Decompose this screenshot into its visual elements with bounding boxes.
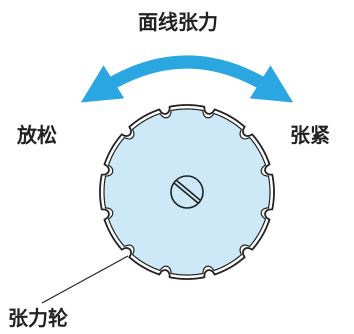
tension-adjust-arrow <box>80 55 294 103</box>
screw-icon <box>170 175 204 209</box>
tension-wheel[interactable] <box>99 104 275 280</box>
thread-tension-title: 面线张力 <box>138 10 218 34</box>
tension-wheel-label: 张力轮 <box>8 306 68 330</box>
wheel-leader-line <box>41 255 129 304</box>
tighten-label: 张紧 <box>290 123 330 147</box>
loosen-label: 放松 <box>17 123 57 147</box>
